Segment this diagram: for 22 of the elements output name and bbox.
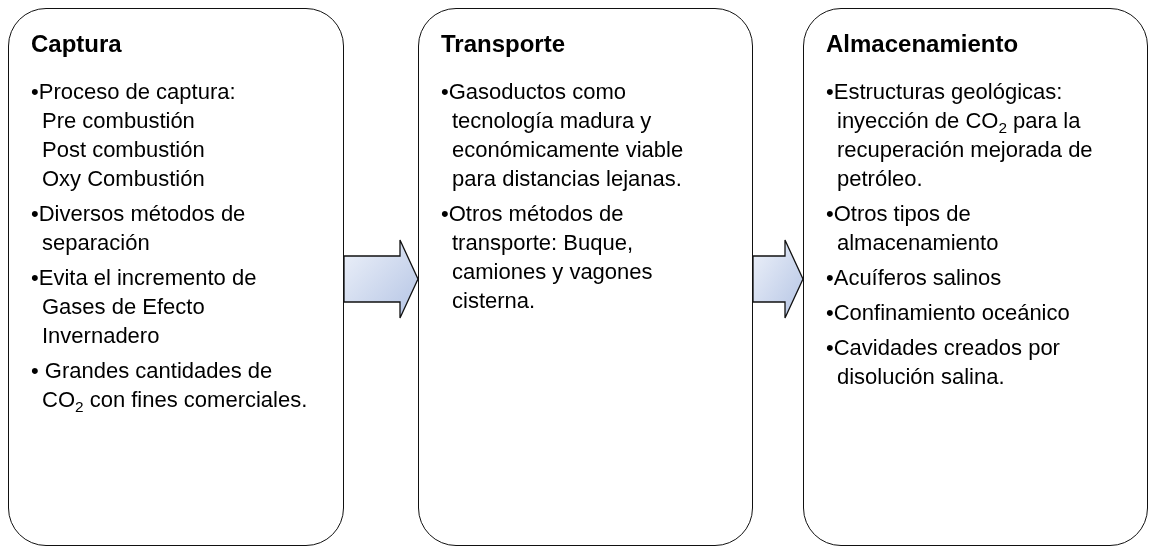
bullet-text: •Cavidades creados por disolución salina.: [826, 334, 1061, 391]
bullet-text: •Confinamiento oceánico: [826, 299, 1071, 327]
bullet-text: •Proceso de captura:: [31, 78, 237, 106]
bullet-text: •Otros métodos de transporte: Buque, camiones y vagones cisterna.: [441, 200, 654, 315]
box-heading: Almacenamiento: [826, 29, 1019, 59]
process-box: [8, 8, 344, 546]
list-text: Pre combustión: [41, 107, 196, 135]
bullet-text: •Acuíferos salinos: [826, 264, 1003, 292]
list-text: Oxy Combustión: [41, 165, 206, 193]
block-arrow: [752, 239, 804, 319]
process-box: [418, 8, 753, 546]
box-heading: Captura: [31, 29, 122, 59]
box-heading: Transporte: [441, 29, 566, 59]
bullet-text: •Evita el incremento de Gases de Efecto Invernadero: [31, 264, 258, 350]
bullet-text: •Estructuras geológicas: inyección de CO$_{2}$ para la recuperación mejorada de petróleo.: [826, 78, 1094, 193]
bullet-text: • Grandes cantidades de CO$_{2}$ con fines comerciales.: [31, 357, 309, 414]
block-arrow: [343, 239, 419, 319]
list-text: Post combustión: [41, 136, 206, 164]
process-box: [803, 8, 1148, 546]
bullet-text: •Otros tipos de almacenamiento: [826, 200, 1000, 257]
bullet-text: •Gasoductos como tecnología madura y económicamente viable para distancias lejanas.: [441, 78, 685, 193]
bullet-text: •Diversos métodos de separación: [31, 200, 247, 257]
